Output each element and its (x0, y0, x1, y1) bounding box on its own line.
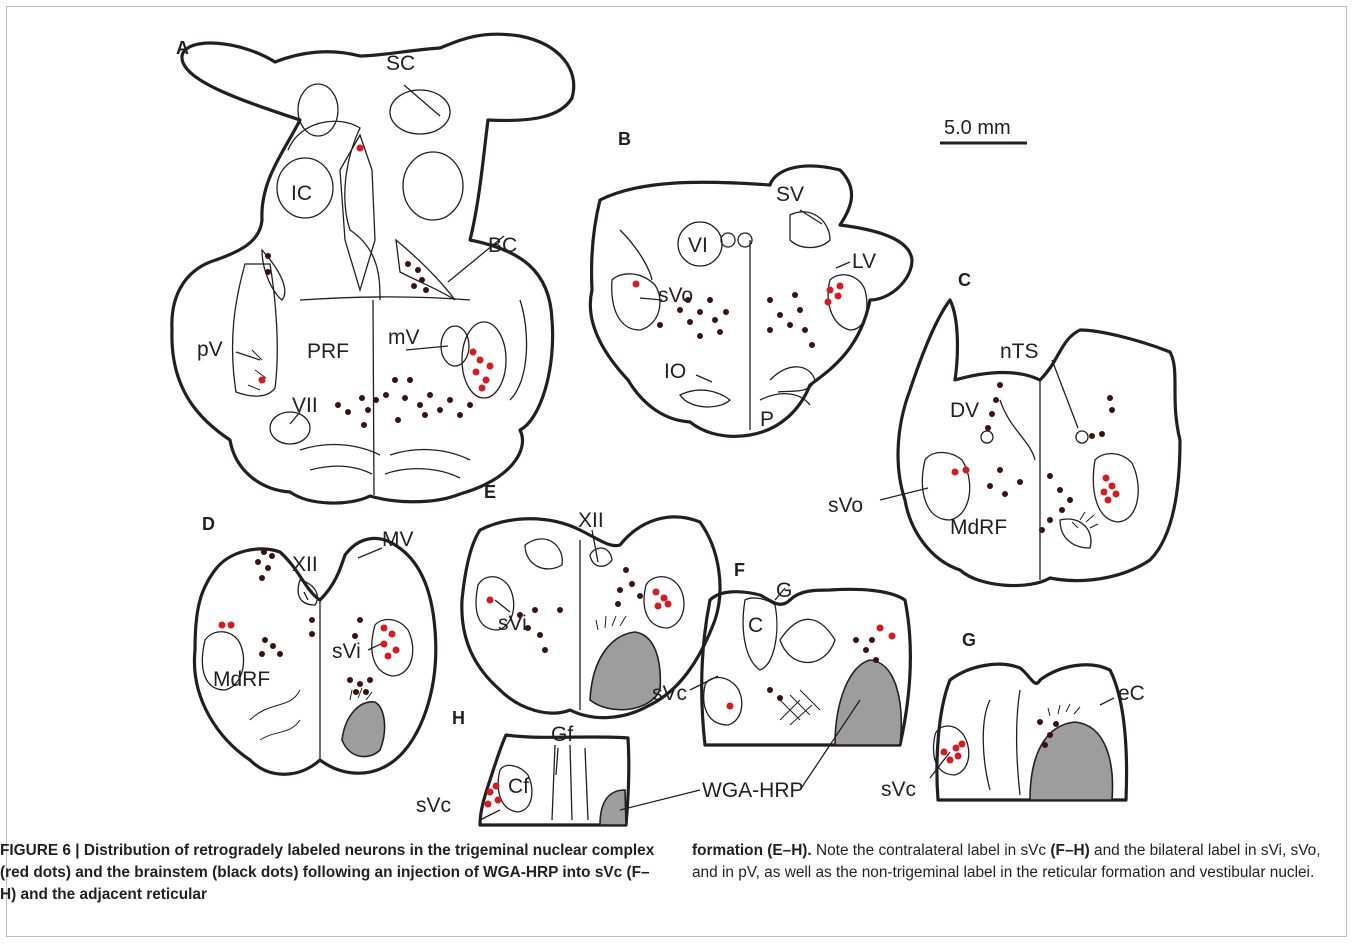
label-io: IO (664, 360, 686, 383)
label-mdrf-c: MdRF (950, 516, 1007, 539)
label-g-f: G (776, 579, 792, 602)
scale-bar: 5.0 mm (940, 117, 1027, 143)
red-dots (219, 145, 1120, 808)
panel-b (590, 166, 912, 436)
caption-right-column: formation (E–H). Note the contralateral … (692, 840, 1332, 884)
label-sv: SV (776, 183, 804, 206)
panel-label-f: F (734, 560, 745, 580)
label-ic: IC (291, 182, 312, 205)
label-svi-d: sVi (332, 640, 361, 663)
panel-label-e: E (484, 482, 496, 502)
label-mv: mV (388, 326, 420, 349)
label-wga-hrp: WGA-HRP (702, 779, 804, 802)
panel-f (690, 588, 910, 745)
panel-label-d: D (202, 514, 215, 534)
label-svc-g: sVc (881, 778, 916, 801)
label-xii-e: XII (578, 509, 604, 532)
label-mdrf-d: MdRF (213, 668, 270, 691)
caption-lead: FIGURE 6 | Distribution of retrogradely … (0, 842, 654, 903)
label-lv: LV (852, 250, 876, 273)
label-cf: Cf (508, 775, 529, 798)
panel-h (480, 700, 860, 825)
figure-caption: FIGURE 6 | Distribution of retrogradely … (0, 840, 655, 906)
structure-labels: A B C D E F G H SC IC BC pV PRF mV VII V… (176, 38, 1145, 817)
label-p: P (760, 408, 774, 431)
panel-a (172, 34, 574, 503)
label-ec: eC (1118, 682, 1145, 705)
brainstem-figure: A B C D E F G H SC IC BC pV PRF mV VII V… (0, 0, 1355, 835)
panel-g (930, 664, 1127, 800)
caption-lead-continuation: formation (E–H). (692, 842, 812, 859)
label-gf: Gf (551, 723, 573, 746)
label-vii: VII (292, 394, 318, 417)
label-dv: DV (950, 399, 979, 422)
label-prf: PRF (307, 340, 349, 363)
label-bc: BC (488, 234, 517, 257)
scale-bar-label: 5.0 mm (944, 117, 1011, 139)
panel-label-c: C (958, 270, 971, 290)
label-c-f: C (748, 614, 763, 637)
panel-label-b: B (618, 129, 631, 149)
label-mv-d: MV (382, 528, 414, 551)
caption-right-part1: Note the contralateral label in sVc (816, 842, 1050, 859)
label-vi: VI (688, 234, 708, 257)
label-svi-e: sVi (498, 612, 527, 635)
label-pv: pV (197, 338, 223, 361)
caption-left-column: FIGURE 6 | Distribution of retrogradely … (0, 840, 655, 906)
label-svo-b: sVo (658, 284, 693, 307)
caption-right-bold1: (F–H) (1050, 842, 1089, 859)
label-svc-f: sVc (652, 682, 687, 705)
label-xii-d: XII (292, 553, 318, 576)
panel-label-h: H (452, 708, 465, 728)
panel-label-a: A (176, 38, 189, 58)
label-sc: SC (386, 52, 415, 75)
label-svo-c: sVo (828, 494, 863, 517)
label-nts: nTS (1000, 340, 1039, 363)
panel-label-g: G (962, 630, 976, 650)
label-svc-h: sVc (416, 794, 451, 817)
